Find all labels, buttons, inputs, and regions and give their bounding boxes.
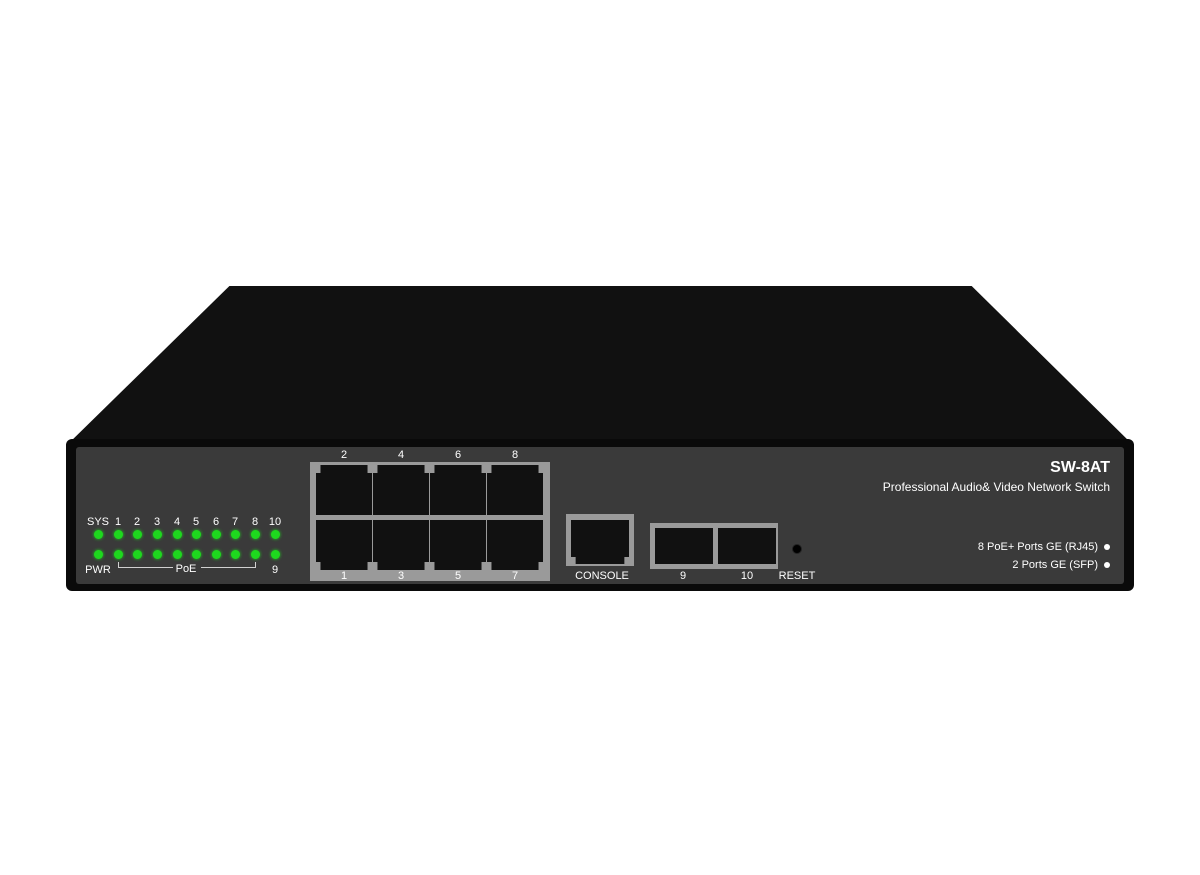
led-label-7: 7	[231, 516, 239, 528]
sfp-label-9: 9	[679, 570, 687, 582]
led-label-3: 3	[153, 516, 161, 528]
led-label-4: 4	[173, 516, 181, 528]
led-poe-2	[133, 550, 142, 559]
led-port-8	[251, 530, 260, 539]
device-description: Professional Audio& Video Network Switch	[882, 480, 1110, 494]
led-poe-3	[153, 550, 162, 559]
led-port-4	[173, 530, 182, 539]
sfp-label-10: 10	[740, 570, 754, 582]
led-label-8: 8	[251, 516, 259, 528]
rj45-label-3: 3	[397, 570, 405, 582]
rj45-port-2[interactable]	[316, 465, 372, 515]
led-label-pwr: PWR	[85, 564, 111, 576]
poe-bracket-left	[118, 562, 173, 568]
rj45-port-4[interactable]	[373, 465, 429, 515]
rj45-port-3[interactable]	[373, 520, 429, 570]
rj45-port-6[interactable]	[430, 465, 486, 515]
rj45-label-1: 1	[340, 570, 348, 582]
led-poe-6	[212, 550, 221, 559]
rj45-port-1[interactable]	[316, 520, 372, 570]
reset-label: RESET	[778, 570, 816, 582]
spec-bullet-icon	[1104, 544, 1110, 550]
led-port-9	[271, 550, 280, 559]
rj45-port-7[interactable]	[487, 520, 543, 570]
led-label-10: 10	[268, 516, 282, 528]
spec-bullet-icon	[1104, 562, 1110, 568]
spec-sfp: 2 Ports GE (SFP)	[1012, 559, 1098, 571]
console-port[interactable]	[571, 520, 629, 564]
led-label-9: 9	[271, 564, 279, 576]
rj45-label-7: 7	[511, 570, 519, 582]
led-poe-7	[231, 550, 240, 559]
chassis-top	[66, 286, 1134, 446]
led-poe-1	[114, 550, 123, 559]
spec-rj45: 8 PoE+ Ports GE (RJ45)	[977, 541, 1098, 553]
led-label-5: 5	[192, 516, 200, 528]
sfp-port-10[interactable]	[718, 528, 776, 564]
led-port-2	[133, 530, 142, 539]
reset-button[interactable]	[792, 544, 802, 554]
rj45-label-2: 2	[340, 449, 348, 461]
model-name: SW-8AT	[1050, 459, 1110, 476]
rj45-port-8[interactable]	[487, 465, 543, 515]
led-label-2: 2	[133, 516, 141, 528]
rj45-label-6: 6	[454, 449, 462, 461]
led-port-10	[271, 530, 280, 539]
led-port-6	[212, 530, 221, 539]
led-port-3	[153, 530, 162, 539]
rj45-label-5: 5	[454, 570, 462, 582]
led-label-poe: PoE	[175, 563, 197, 575]
rj45-port-5[interactable]	[430, 520, 486, 570]
rj45-label-4: 4	[397, 449, 405, 461]
led-label-1: 1	[114, 516, 122, 528]
led-poe-8	[251, 550, 260, 559]
console-label: CONSOLE	[575, 570, 629, 582]
led-label-sys: SYS	[86, 516, 110, 528]
led-poe-5	[192, 550, 201, 559]
led-port-7	[231, 530, 240, 539]
led-sys	[94, 530, 103, 539]
led-port-5	[192, 530, 201, 539]
rj45-label-8: 8	[511, 449, 519, 461]
led-label-6: 6	[212, 516, 220, 528]
led-poe-4	[173, 550, 182, 559]
sfp-port-9[interactable]	[655, 528, 713, 564]
poe-bracket-right	[201, 562, 256, 568]
led-pwr	[94, 550, 103, 559]
led-port-1	[114, 530, 123, 539]
